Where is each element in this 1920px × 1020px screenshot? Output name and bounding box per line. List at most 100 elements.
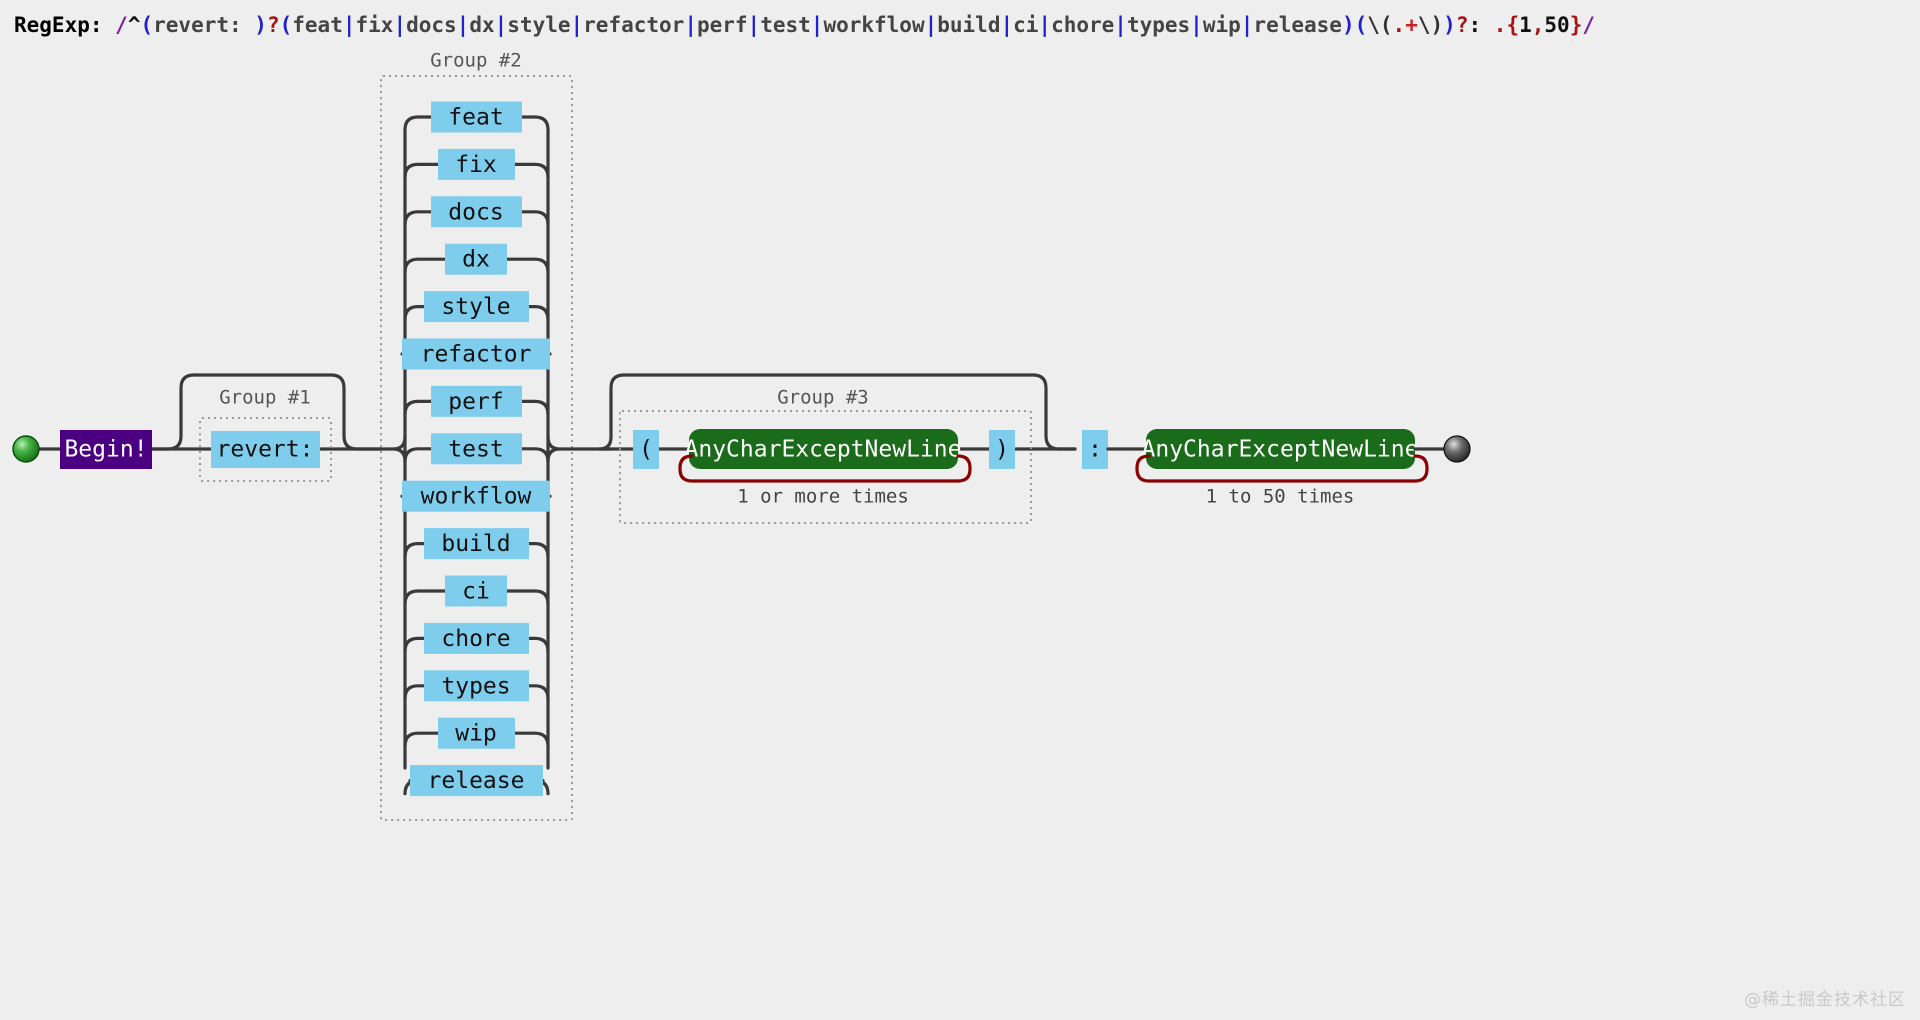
alternation-item-ci[interactable]: ci	[445, 575, 507, 607]
node-anychar-2-loop	[1135, 454, 1429, 483]
group1-bypass-rail	[150, 373, 383, 451]
regex-token: revert:	[153, 13, 255, 37]
regex-token: .	[1493, 13, 1507, 37]
regex-token: |	[924, 13, 938, 37]
alternation-stub-left	[403, 589, 447, 606]
regex-token: {	[1506, 13, 1520, 37]
alternation-stub-left	[403, 162, 440, 179]
alternation-stub-right	[520, 399, 550, 416]
alternation-item-fix[interactable]: fix	[438, 148, 515, 180]
alternation-rows: feat fix docs dx style refactor perf test workfl…	[400, 101, 552, 797]
regex-token: |	[494, 13, 508, 37]
regex-token: feat	[292, 13, 343, 37]
node-anychar-1[interactable]: AnyCharExceptNewLine	[685, 429, 962, 469]
node-begin-label: Begin!	[64, 437, 147, 463]
alternation-stub-right	[505, 257, 550, 274]
regex-token: |	[570, 13, 584, 37]
alternation-stub-right	[527, 542, 550, 559]
alternation-item-label: dx	[462, 247, 490, 273]
node-revert-label: revert:	[217, 437, 314, 463]
regex-token: ,	[1531, 13, 1545, 37]
regex-token: perf	[696, 13, 748, 37]
alternation-item-label: style	[441, 294, 510, 320]
alternation-stub-left	[403, 115, 433, 132]
node-close-paren-label: )	[995, 437, 1009, 463]
alternation-item-test[interactable]: test	[431, 433, 522, 465]
alternation-stub-left	[403, 257, 447, 274]
alternation-item-refactor[interactable]: refactor	[402, 338, 550, 370]
node-open-paren[interactable]: (	[633, 430, 659, 469]
alternation-stub-left	[403, 542, 426, 559]
alternation-item-label: workflow	[421, 484, 532, 510]
regex-token: release	[1253, 13, 1342, 37]
start-circle	[12, 435, 40, 463]
alternation-item-build[interactable]: build	[424, 528, 529, 560]
alternation-item-perf[interactable]: perf	[431, 385, 522, 417]
alternation-item-release[interactable]: release	[410, 765, 543, 797]
alternation-item-feat[interactable]: feat	[431, 101, 522, 133]
regex-token: /	[1582, 13, 1596, 37]
regex-token: docs	[406, 13, 457, 37]
regex-token: (	[140, 13, 154, 37]
alternation-stub-right	[520, 210, 550, 227]
regex-token: }	[1569, 13, 1583, 37]
regex-token: fix	[355, 13, 394, 37]
alternation-item-wip[interactable]: wip	[438, 717, 515, 749]
node-anychar-2-quantifier: 1 to 50 times	[1206, 486, 1355, 508]
regex-token: |	[1000, 13, 1014, 37]
node-anychar-2[interactable]: AnyCharExceptNewLine	[1142, 429, 1419, 469]
alternation-stub-left	[403, 684, 426, 701]
regex-token: +	[1405, 13, 1418, 37]
alternation-item-label: chore	[441, 626, 510, 652]
alternation-item-label: docs	[448, 199, 503, 225]
regex-token: ci	[1013, 13, 1039, 37]
regex-token: dx	[469, 13, 495, 37]
regex-token: |	[1114, 13, 1127, 37]
node-begin[interactable]: Begin!	[60, 430, 152, 469]
regex-token: build	[937, 13, 1001, 37]
alternation-item-label: refactor	[421, 342, 532, 368]
alternation-item-label: test	[448, 436, 503, 462]
node-revert[interactable]: revert:	[211, 431, 320, 468]
group2-label: Group #2	[430, 50, 522, 72]
alternation-item-label: build	[441, 531, 510, 557]
node-anychar-2-label: AnyCharExceptNewLine	[1142, 437, 1419, 463]
alternation-stub-right	[505, 589, 550, 606]
alternation-stub-right	[520, 447, 550, 464]
alternation-item-dx[interactable]: dx	[445, 243, 507, 275]
regex-token: ?	[266, 13, 280, 37]
regex-pattern: /^(revert: )?(feat|fix|docs|dx|style|ref…	[115, 13, 1595, 37]
node-anychar-1-loop	[678, 454, 972, 483]
regex-token: test	[760, 13, 811, 37]
alternation-item-workflow[interactable]: workflow	[402, 480, 550, 512]
alternation-stub-left	[403, 447, 433, 464]
group1-label: Group #1	[219, 387, 311, 409]
regex-token: )	[1341, 13, 1355, 37]
alternation-item-label: types	[441, 673, 510, 699]
alternation-item-label: release	[428, 768, 525, 794]
node-close-paren[interactable]: )	[989, 430, 1015, 469]
regex-token: |	[810, 13, 824, 37]
node-colon[interactable]: :	[1082, 430, 1108, 469]
alternation-item-label: fix	[455, 152, 497, 178]
alternation-item-types[interactable]: types	[424, 670, 529, 702]
watermark: @稀土掘金技术社区	[1744, 990, 1906, 1010]
regex-token: .	[1392, 13, 1406, 37]
alternation-item-style[interactable]: style	[424, 291, 529, 323]
end-circle	[1443, 435, 1471, 463]
alternation-item-chore[interactable]: chore	[424, 622, 529, 654]
node-open-paren-label: (	[639, 437, 653, 463]
alternation-item-label: ci	[462, 579, 490, 605]
regex-token: ?	[1455, 13, 1469, 37]
alternation-stub-left	[403, 399, 433, 416]
alternation-item-docs[interactable]: docs	[431, 196, 522, 228]
alternation-entry-rail	[379, 435, 407, 463]
alternation-stub-left	[403, 210, 433, 227]
regex-label: RegExp:	[14, 13, 103, 37]
regex-token: chore	[1051, 13, 1115, 37]
regex-token: types	[1126, 13, 1191, 37]
alternation-stub-left	[403, 636, 426, 653]
alternation-stub-right	[513, 162, 550, 179]
regex-token: :	[1468, 13, 1482, 37]
